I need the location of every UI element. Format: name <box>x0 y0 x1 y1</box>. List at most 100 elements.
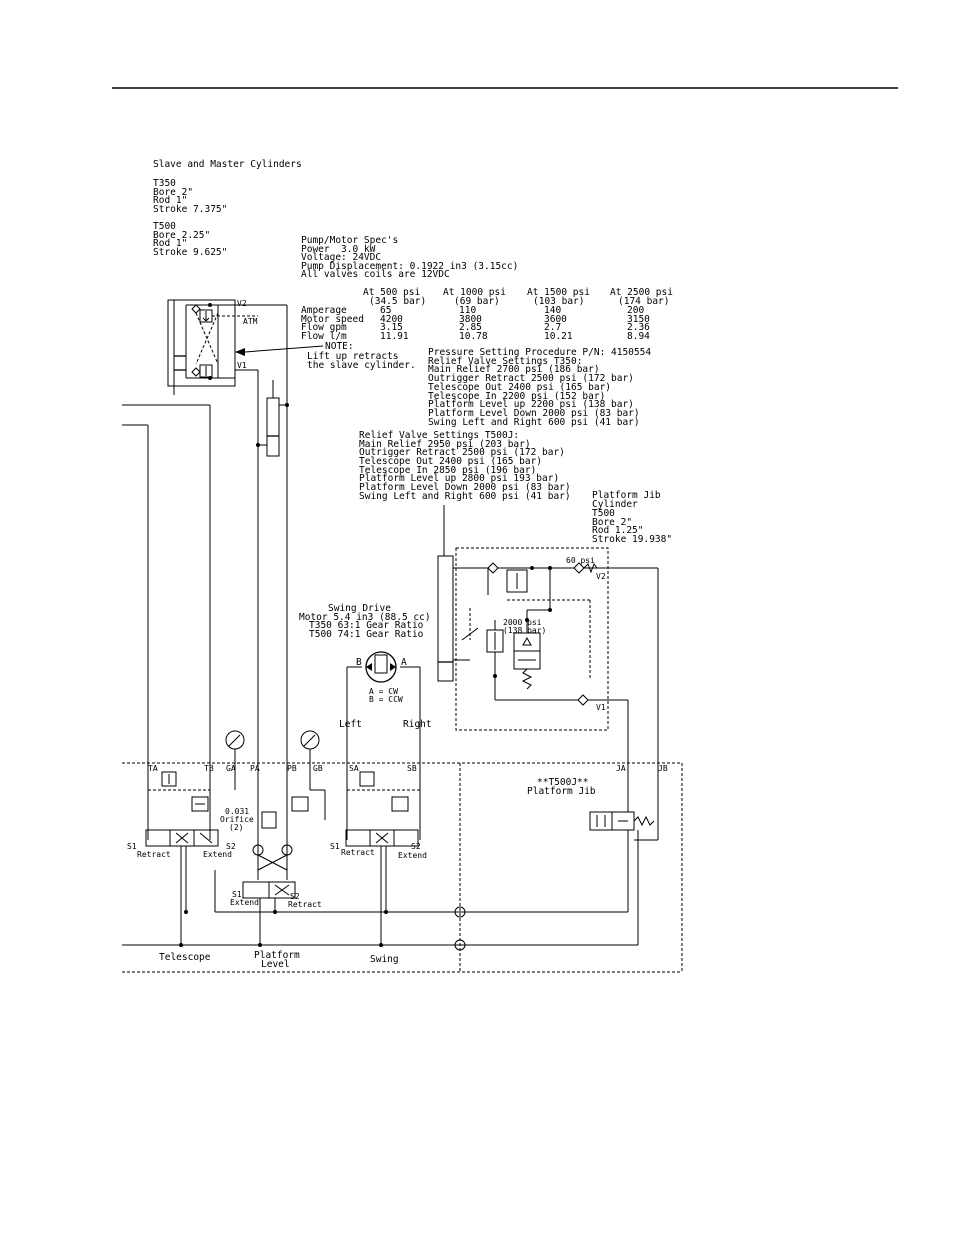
t500-label: T500 <box>153 221 176 232</box>
slave-cylinder-block <box>167 299 324 395</box>
relief-t350-line: Platform Level up 2200 psi (138 bar) <box>428 399 634 410</box>
relief-t500j-line: Platform Level Down 2000 psi (83 bar) <box>359 482 571 493</box>
swing-s1: S1 <box>330 842 340 851</box>
port-sb: SB <box>407 764 417 773</box>
jib-relief-bar: (138 bar) <box>503 626 547 635</box>
swing-drive-line: T500 74:1 Gear Ratio <box>309 629 424 640</box>
t350-label: T350 <box>153 178 176 189</box>
jib-cylinder <box>437 505 488 682</box>
relief-t500j-line: Platform Level up 2800 psi 193 bar) <box>359 473 560 484</box>
pump-row-value: 140 <box>544 305 562 316</box>
relief-t350-line: Telescope Out 2400 psi (165 bar) <box>428 382 612 393</box>
relief-t500j-line: Swing Left and Right 600 psi (41 bar) <box>359 491 571 502</box>
pump-spec-line: Pump/Motor Spec's <box>301 235 399 246</box>
jib-v1-label: V1 <box>596 703 606 712</box>
motor-port-a: A <box>401 657 407 668</box>
pump-row-value: 3800 <box>459 314 482 325</box>
pump-col-header: At 2500 psi <box>610 287 673 298</box>
t350-rod: Rod 1" <box>153 195 188 206</box>
relief-t350-line: Swing Left and Right 600 psi (41 bar) <box>428 417 640 428</box>
jib-v2-label: V2 <box>596 572 606 581</box>
pump-col-bar: (174 bar) <box>618 296 670 307</box>
jib-section-subtitle: Platform Jib <box>527 786 596 797</box>
t500-rod: Rod 1" <box>153 238 188 249</box>
pump-col-header: At 1500 psi <box>527 287 590 298</box>
pump-col-header: At 1000 psi <box>443 287 506 298</box>
relief-t350-line: Outrigger Retract 2500 psi (172 bar) <box>428 373 634 384</box>
motor-cw: A = CW <box>369 687 398 696</box>
swing-retract: Retract <box>341 848 375 857</box>
port-v1-label: V1 <box>237 361 247 370</box>
jib-relief-psi: 2000 psi <box>503 618 542 627</box>
swing-drive-line: Motor 5.4 in3 (88.5 cc) <box>299 612 431 623</box>
section-swing: Swing <box>370 954 399 965</box>
jib-cyl-line: Rod 1.25" <box>592 525 644 536</box>
relief-t350-line: Relief Valve Settings T350: <box>428 356 583 367</box>
t500-stroke: Stroke 9.625" <box>153 247 228 258</box>
pump-row-value: 11.91 <box>380 331 409 342</box>
swing-s2: S2 <box>411 842 421 851</box>
pump-col-header: At 500 psi <box>363 287 421 298</box>
pump-row-value: 2.85 <box>459 322 482 333</box>
swing-right-label: Right <box>403 719 432 730</box>
jib-section-title: **T500J** <box>537 777 589 788</box>
port-jb: JB <box>658 764 668 773</box>
swing-motor <box>346 651 421 765</box>
pump-spec-line: All valves coils are 12VDC <box>301 269 450 280</box>
master-cylinder <box>256 380 289 457</box>
diagram-title: Slave and Master Cylinders <box>153 159 302 170</box>
pump-row-value: 8.94 <box>627 331 650 342</box>
swing-drive-line: T350 63:1 Gear Ratio <box>309 620 424 631</box>
pump-row-label: Motor speed <box>301 314 364 325</box>
jib-cyl-line: Bore 2" <box>592 517 633 528</box>
pump-spec-line: Voltage: 24VDC <box>301 252 382 263</box>
orifice-label: Orifice <box>220 815 254 824</box>
jib-cyl-line: Stroke 19.938" <box>592 534 673 545</box>
relief-t350-line: Main Relief 2700 psi (186 bar) <box>428 364 600 375</box>
relief-t500j-line: Outrigger Retract 2500 psi (172 bar) <box>359 447 565 458</box>
tele-s1: S1 <box>127 842 137 851</box>
port-ga: GA <box>226 764 236 773</box>
port-pb: PB <box>287 764 297 773</box>
pump-row-value: 200 <box>627 305 645 316</box>
relief-t350-line: Pressure Setting Procedure P/N: 4150554 <box>428 347 652 358</box>
tele-extend: Extend <box>203 850 232 859</box>
section-level: Level <box>261 959 290 970</box>
relief-t500j-line: Main Relief 2950 psi (203 bar) <box>359 439 531 450</box>
main-manifold <box>122 762 683 973</box>
port-ja: JA <box>616 764 626 773</box>
swing-valves <box>345 765 421 947</box>
pump-row-value: 110 <box>459 305 477 316</box>
pump-spec-line: Pump Displacement: 0.1922 in3 (3.15cc) <box>301 261 519 272</box>
pump-row-value: 3.15 <box>380 322 403 333</box>
jib-cyl-line: T500 <box>592 508 615 519</box>
pump-row-value: 3600 <box>544 314 567 325</box>
note-title: NOTE: <box>325 341 354 352</box>
pump-row-value: 10.78 <box>459 331 488 342</box>
relief-t500j-line: Telescope Out 2400 psi (165 bar) <box>359 456 543 467</box>
pump-row-label: Amperage <box>301 305 347 316</box>
pump-spec-line: Power 3.0 kW <box>301 244 376 255</box>
jib-manifold-valve <box>214 765 659 945</box>
atm-label: ATM <box>243 317 258 326</box>
level-extend: Extend <box>230 898 259 907</box>
tele-retract: Retract <box>137 850 171 859</box>
orifice-label: (2) <box>229 823 244 832</box>
level-retract: Retract <box>288 900 322 909</box>
note-line: the slave cylinder. <box>307 360 416 371</box>
t500-bore: Bore 2.25" <box>153 230 211 241</box>
gauge-gb <box>300 730 320 765</box>
orifice-label: 0.031 <box>225 807 250 816</box>
port-pa: PA <box>250 764 260 773</box>
swing-extend: Extend <box>398 851 427 860</box>
pump-col-bar: (103 bar) <box>533 296 585 307</box>
swing-drive-line: Swing Drive <box>328 603 391 614</box>
platform-level-valves <box>234 765 326 947</box>
pump-col-bar: (69 bar) <box>454 296 500 307</box>
tele-s2: S2 <box>226 842 236 851</box>
motor-port-b: B <box>356 657 362 668</box>
pump-row-value: 2.7 <box>544 322 562 333</box>
relief-t350-line: Telescope In 2200 psi (152 bar) <box>428 391 606 402</box>
